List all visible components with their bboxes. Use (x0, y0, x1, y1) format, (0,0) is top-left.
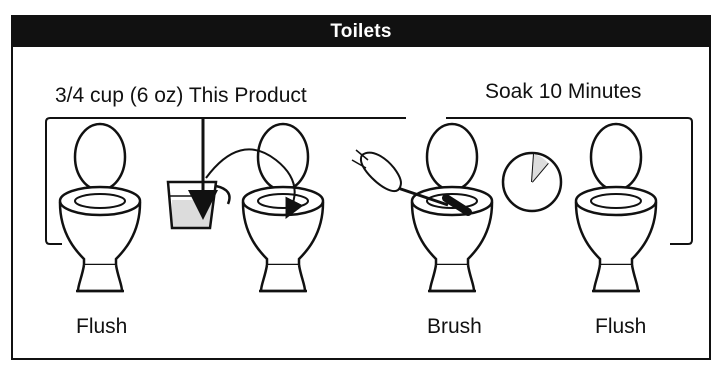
step-flush-label: Flush (595, 315, 646, 339)
product-amount-label: 3/4 cup (6 oz) This Product (55, 84, 307, 108)
toilet-icon (412, 124, 492, 291)
toilet-icon (576, 124, 656, 291)
clock-icon (503, 153, 561, 211)
step-flush-label: Flush (76, 315, 127, 339)
step-brush-label: Brush (427, 315, 482, 339)
toilet-icon (60, 124, 140, 291)
soak-time-label: Soak 10 Minutes (485, 80, 641, 104)
measuring-cup-icon (168, 182, 230, 228)
